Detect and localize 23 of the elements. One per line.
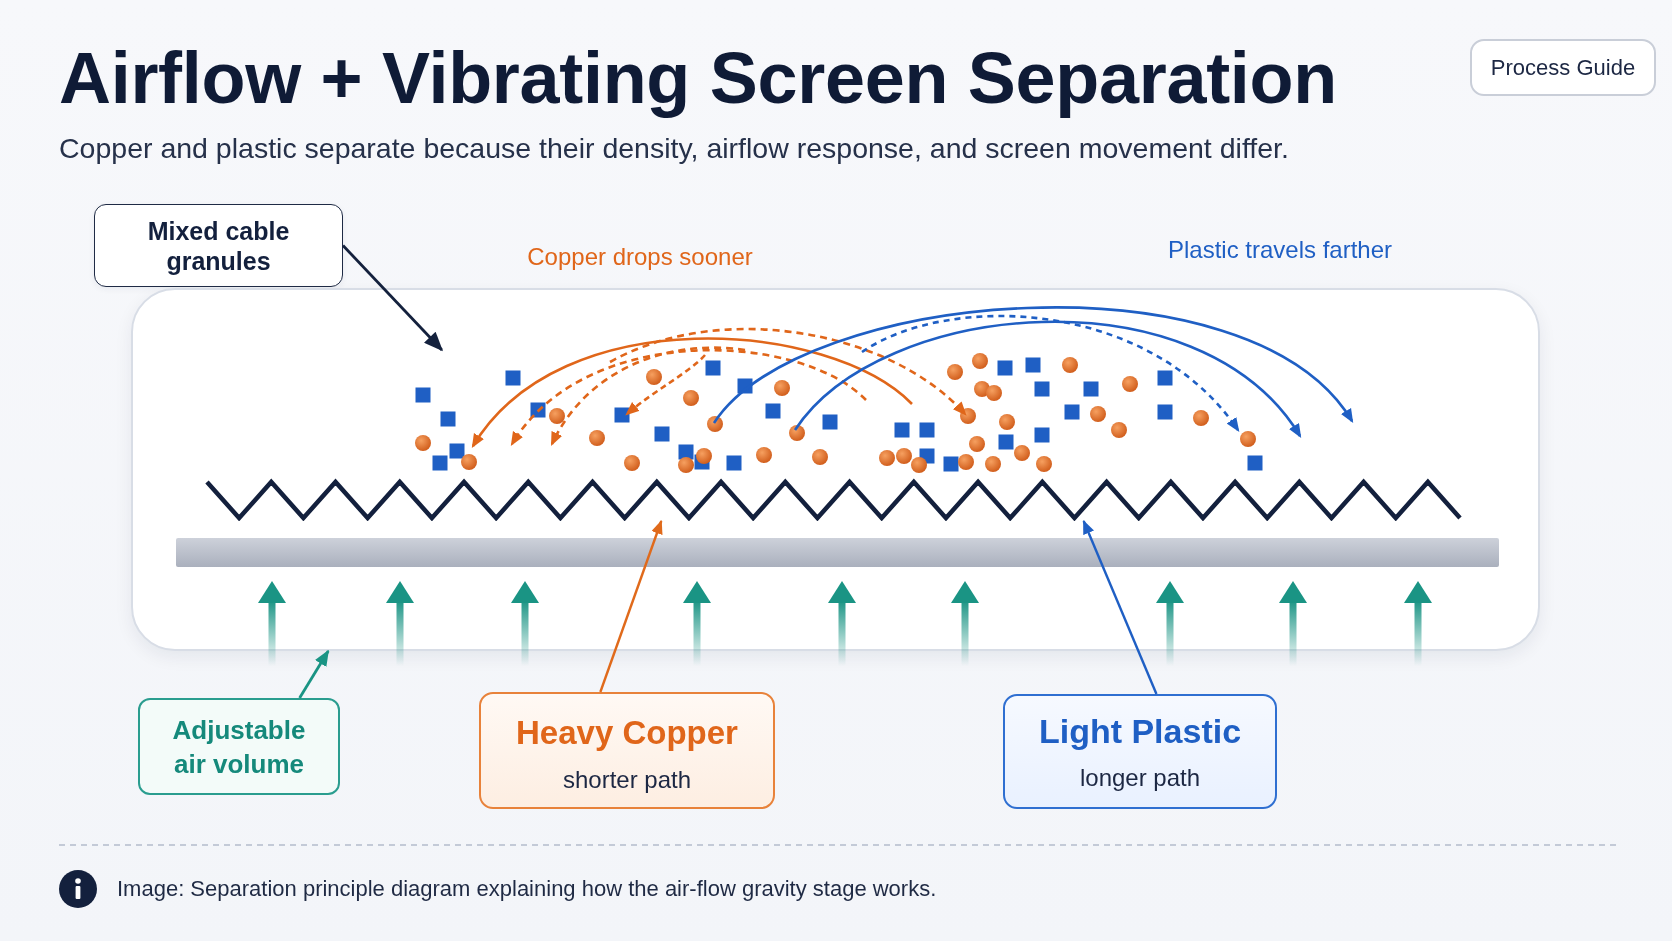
callout-label: Mixed cable granules	[146, 215, 291, 276]
separator-chamber	[131, 288, 1540, 651]
callout-box	[1003, 694, 1277, 809]
trajectory-note: Plastic travels farther	[1167, 236, 1393, 265]
callout-title: Heavy Copper	[516, 712, 738, 753]
caption: Image: Separation principle diagram explaining how the air-flow gravity stage works.	[117, 876, 937, 902]
callout-box	[479, 692, 775, 809]
tag-label: Process Guide	[1490, 54, 1636, 81]
callout-title: Light Plastic	[1038, 710, 1242, 751]
trajectory-note: Copper drops sooner	[527, 243, 753, 272]
leader-arrow	[599, 519, 663, 693]
leader-arrow	[342, 244, 443, 352]
callout-label: Adjustable air volume	[171, 713, 307, 781]
base-plate	[176, 538, 1499, 567]
header-tag	[1470, 39, 1656, 96]
callout-note: shorter path	[562, 764, 692, 795]
callout-note: longer path	[1079, 762, 1201, 793]
leader-arrow	[298, 649, 330, 699]
callout-box	[94, 204, 343, 287]
leader-arrow	[1082, 519, 1158, 695]
title: Airflow + Vibrating Screen Separation	[59, 37, 1337, 120]
subtitle: Copper and plastic separate because their density, airflow response, and screen movement differ.	[59, 131, 1289, 166]
callout-box	[138, 698, 340, 795]
